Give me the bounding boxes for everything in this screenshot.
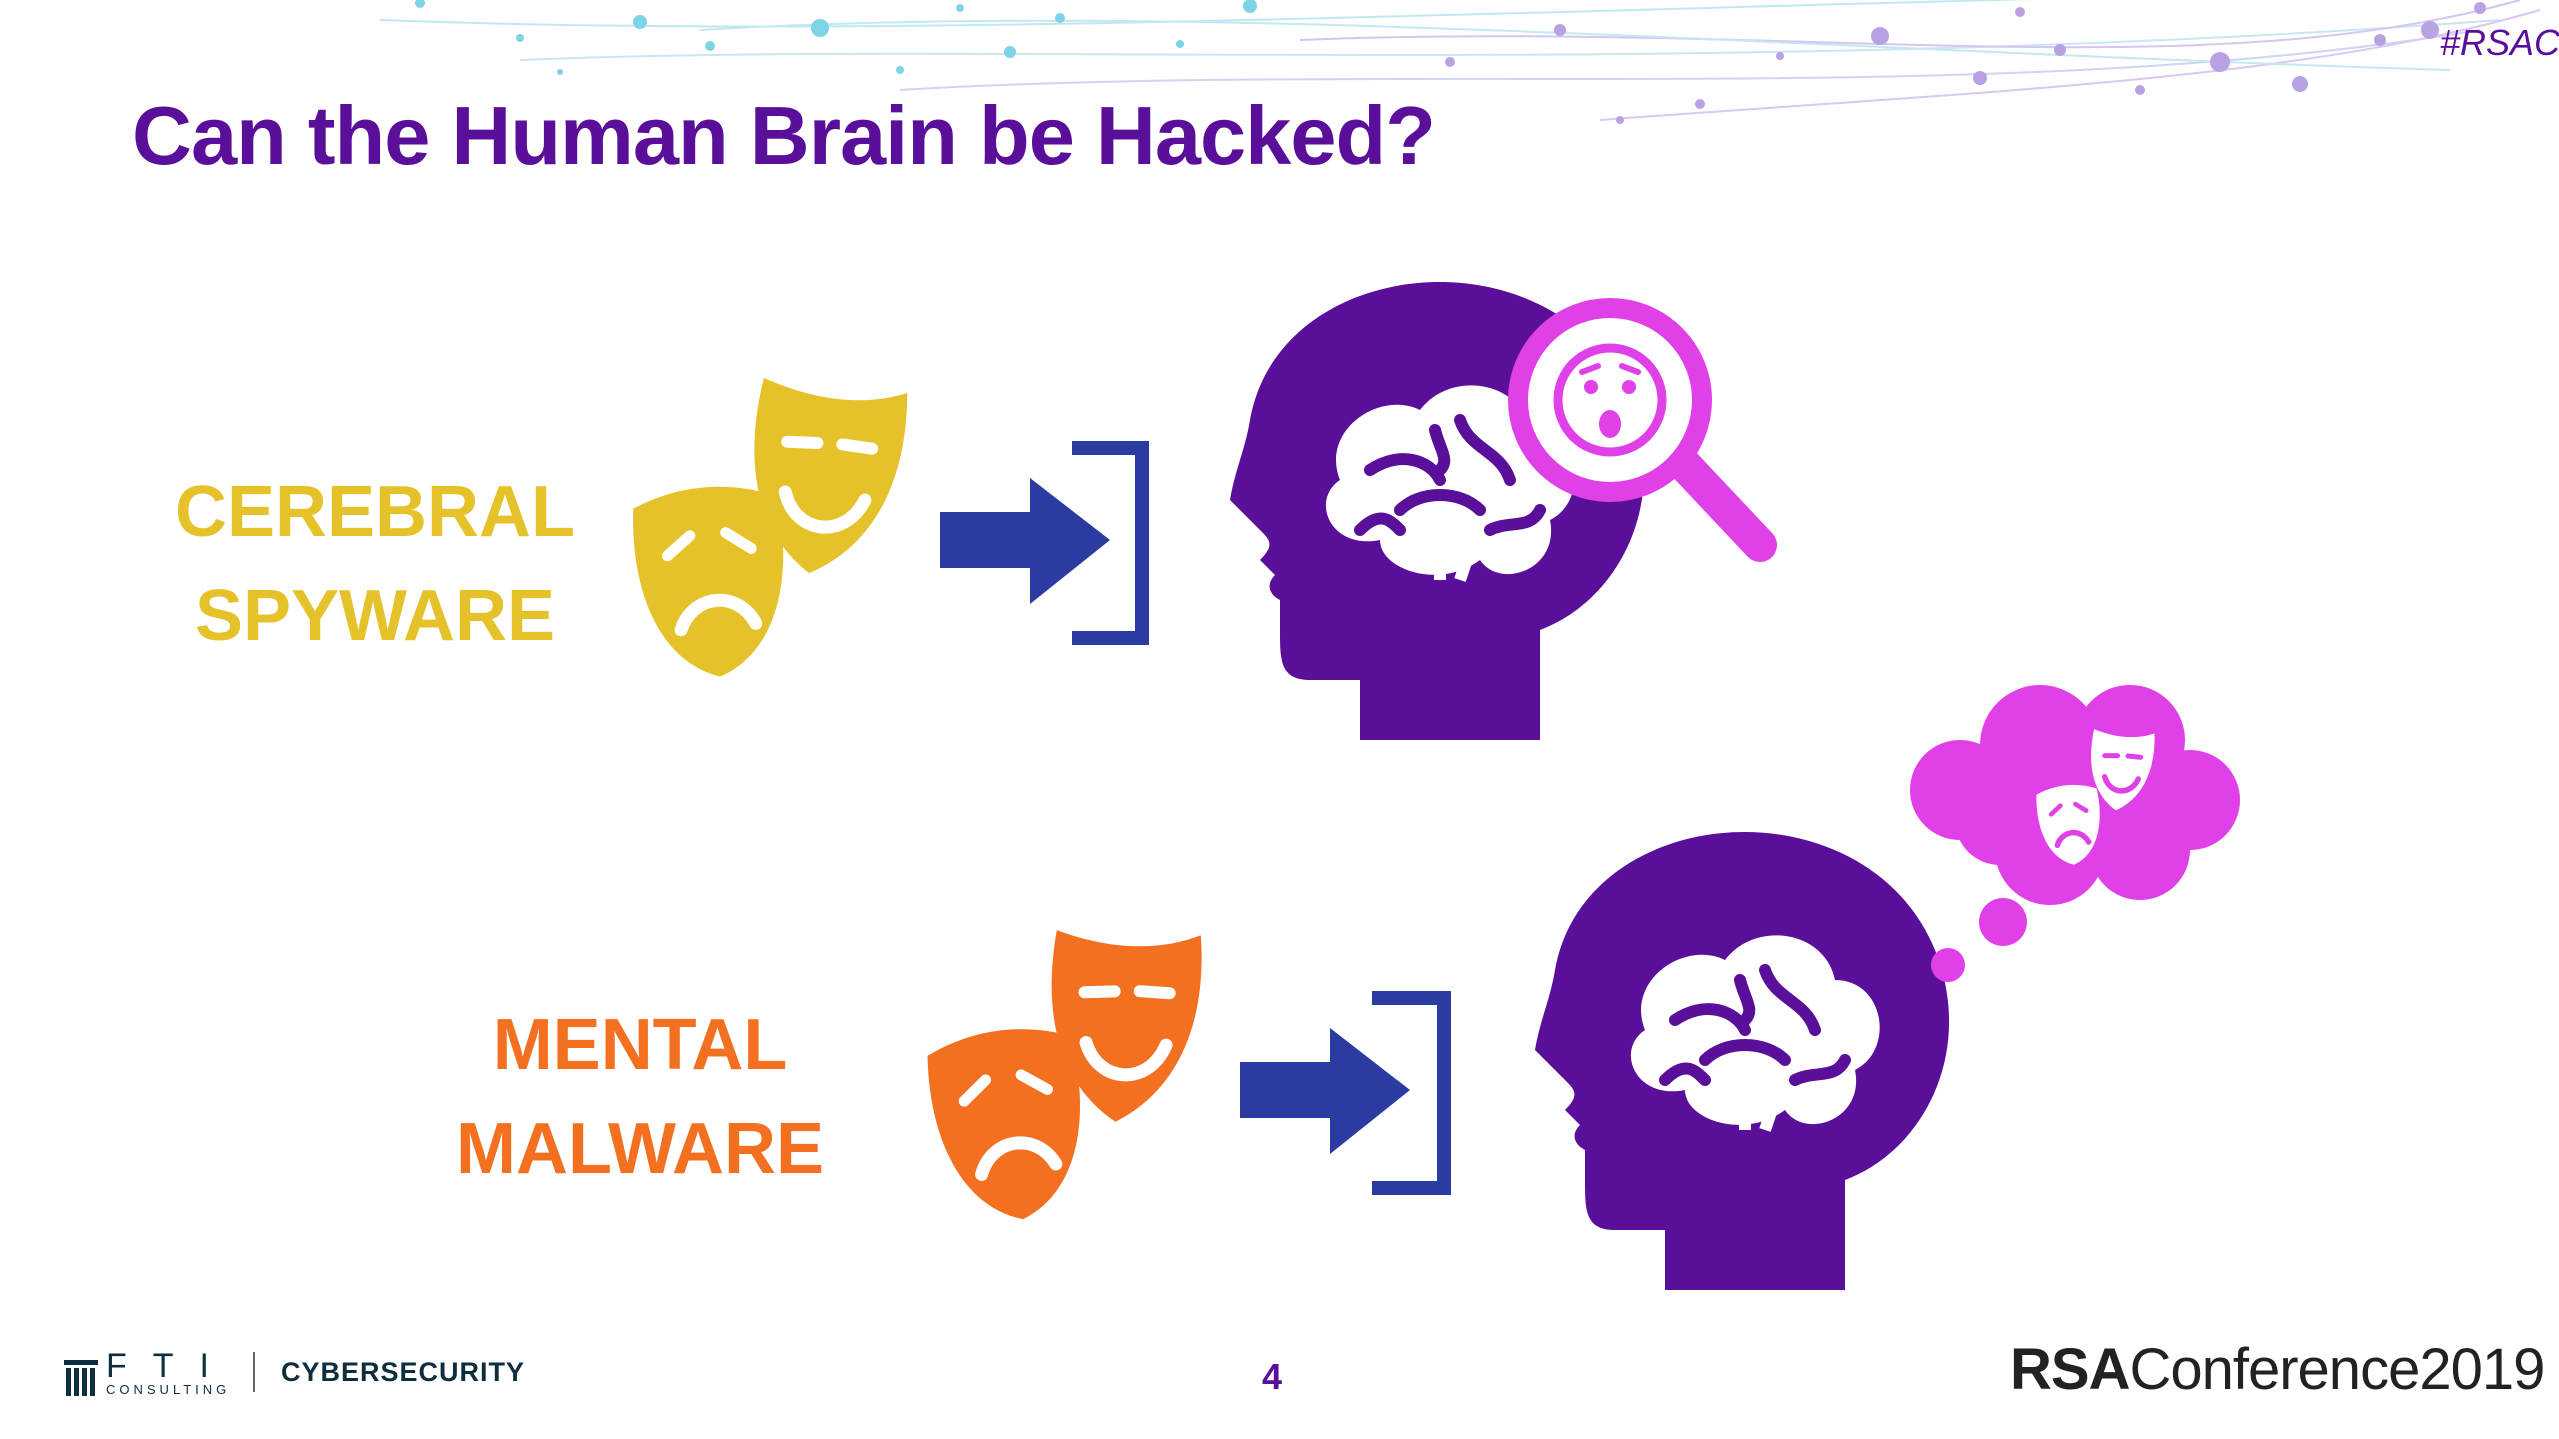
arrow-into-bracket-icon [940,441,1149,645]
magnifier-surprised-face-icon [1508,298,1777,562]
fti-consulting: CONSULTING [106,1381,231,1397]
label-cerebral-spyware: CEREBRAL SPYWARE [160,460,590,668]
label-mental-malware: MENTAL MALWARE [440,993,840,1201]
arrow-into-bracket-icon [1240,991,1451,1195]
sad-mask [629,480,795,684]
head-brain-icon [1230,282,1645,741]
label-line: SPYWARE [194,576,556,656]
happy-mask [735,372,911,584]
fti-logo: FTI CONSULTING [64,1349,235,1396]
sad-mask [923,1020,1097,1230]
footer-divider [252,1352,255,1392]
division-label: CYBERSECURITY [280,1356,526,1387]
happy-mask [1041,925,1204,1128]
slide-title: Can the Human Brain be Hacked? [132,89,1436,182]
header-decoration [379,0,2541,124]
page-number: 4 [1262,1356,1283,1397]
conference-year: Conference2019 [2129,1337,2545,1402]
label-line: MENTAL [492,1005,788,1085]
fti-wordmark: FTI [106,1346,235,1385]
hashtag: #RSAC [2440,22,2559,63]
rsa-bold: RSA [2010,1337,2130,1402]
label-line: CEREBRAL [174,472,575,552]
theater-masks-icon [923,925,1204,1230]
head-brain-icon [1535,832,1950,1290]
thought-cloud-masks-icon [1910,685,2240,982]
label-line: MALWARE [456,1109,824,1189]
columns-icon [64,1359,98,1396]
footer-branding: FTI CONSULTING CYBERSECURITY [64,1347,525,1397]
theater-masks-icon [629,372,911,684]
rsa-conference-logo: RSAConference2019 [2010,1336,2545,1403]
